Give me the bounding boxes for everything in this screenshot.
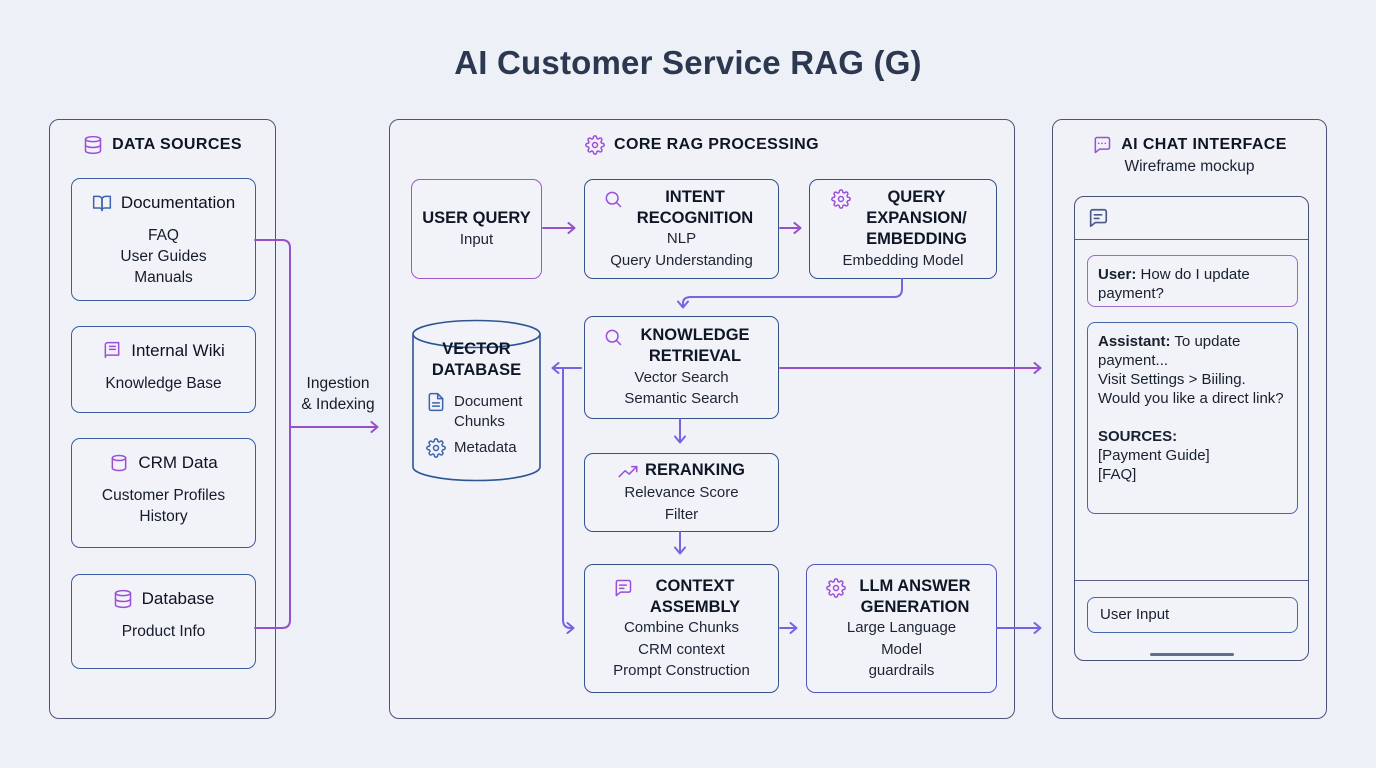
node-line: Large Language Model — [846, 619, 957, 658]
gear-icon — [830, 189, 851, 210]
source-line: Customer Profiles — [101, 487, 226, 504]
core-rag-header: CORE RAG PROCESSING — [390, 135, 1014, 155]
book-open-icon — [92, 193, 112, 213]
source-line: Product Info — [121, 623, 206, 640]
vector-db-entry: Metadata — [454, 439, 517, 456]
node-vector-database: VECTOR DATABASE Document Chunks Metadata — [411, 319, 542, 482]
data-sources-panel: DATA SOURCES Documentation FAQ User Guid… — [49, 119, 276, 719]
node-line: Semantic Search — [624, 390, 739, 408]
source-title: Database — [141, 589, 215, 608]
data-sources-header-label: DATA SOURCES — [112, 136, 242, 153]
source-documentation: Documentation FAQ User Guides Manuals — [71, 178, 256, 301]
home-indicator-bar — [1150, 653, 1234, 656]
trending-up-icon — [618, 462, 638, 482]
source-internal-wiki: Internal Wiki Knowledge Base — [71, 326, 256, 413]
source-line: History — [139, 508, 188, 525]
search-icon — [603, 327, 623, 347]
source-database: Database Product Info — [71, 574, 256, 669]
ingestion-indexing-label: Ingestion & Indexing — [301, 375, 375, 413]
source-line: User Guides — [120, 248, 207, 265]
source-reference: [FAQ] — [1098, 466, 1137, 483]
message-dots-icon — [1092, 135, 1112, 155]
cylinder-shape — [412, 319, 541, 482]
core-rag-panel: CORE RAG PROCESSING USER QUERY Input INT… — [389, 119, 1015, 719]
node-line: Relevance Score — [624, 484, 739, 502]
sources-label: SOURCES: — [1098, 428, 1178, 445]
page-title: AI Customer Service RAG (G) — [454, 44, 922, 81]
message-lines-icon — [613, 578, 633, 598]
node-line: Vector Search — [634, 368, 729, 386]
node-line: guardrails — [868, 661, 935, 679]
assistant-message-line: Would you like a direct link? — [1098, 390, 1284, 407]
mockup-divider — [1075, 580, 1308, 581]
chat-interface-header-label: AI CHAT INTERFACE — [1121, 136, 1287, 153]
node-title: LLM ANSWER GENERATION — [859, 576, 971, 616]
node-title: QUERY EXPANSION/ EMBEDDING — [866, 188, 967, 248]
node-reranking: RERANKING Relevance Score Filter — [584, 453, 779, 532]
chat-interface-header: AI CHAT INTERFACE — [1053, 135, 1326, 155]
source-reference: [Payment Guide] — [1098, 447, 1210, 464]
node-title: RERANKING — [645, 461, 745, 480]
assistant-message-speaker: Assistant: — [1098, 333, 1171, 350]
node-line: NLP — [666, 230, 697, 248]
node-line: CRM context — [638, 640, 725, 658]
user-message-speaker: User: — [1098, 266, 1137, 283]
gear-icon — [426, 438, 446, 458]
user-input-field: User Input — [1087, 597, 1298, 633]
message-spacer — [1098, 408, 1287, 427]
chat-interface-subtitle: Wireframe mockup — [1124, 158, 1255, 175]
source-title: CRM Data — [138, 453, 218, 472]
node-user-query: USER QUERY Input — [411, 179, 542, 279]
search-icon — [603, 189, 623, 209]
node-line: Prompt Construction — [613, 661, 750, 679]
node-title: INTENT RECOGNITION — [636, 187, 754, 227]
node-line: Filter — [664, 505, 699, 523]
database-icon — [83, 135, 103, 155]
book-icon — [102, 341, 122, 361]
file-text-icon — [426, 392, 446, 412]
source-line: FAQ — [147, 227, 179, 244]
source-title: Documentation — [120, 193, 236, 212]
database-icon — [113, 589, 133, 609]
node-title: USER QUERY — [422, 208, 531, 227]
node-llm-answer-generation: LLM ANSWER GENERATION Large Language Mod… — [806, 564, 997, 693]
assistant-message-text: To update payment... — [1098, 333, 1241, 369]
user-message-bubble: User: How do I update payment? — [1087, 255, 1298, 307]
assistant-message-line: Visit Settings > Biiling. — [1098, 371, 1246, 388]
node-line: Embedding Model — [842, 251, 964, 269]
vector-db-title: DATABASE — [431, 361, 522, 379]
node-query-expansion: QUERY EXPANSION/ EMBEDDING Embedding Mod… — [809, 179, 997, 279]
mockup-header — [1075, 197, 1308, 240]
assistant-message-bubble: Assistant: To update payment... Visit Se… — [1087, 322, 1298, 514]
data-sources-header: DATA SOURCES — [50, 135, 275, 155]
gear-icon — [826, 577, 846, 598]
chat-wireframe-mockup: User: How do I update payment? Assistant… — [1074, 196, 1309, 661]
source-line: Knowledge Base — [105, 375, 222, 392]
vector-db-entry: Document Chunks — [454, 393, 523, 430]
node-line: Query Understanding — [610, 251, 753, 269]
node-intent-recognition: INTENT RECOGNITION NLP Query Understandi… — [584, 179, 779, 279]
source-crm-data: CRM Data Customer Profiles History — [71, 438, 256, 548]
node-line: Combine Chunks — [623, 619, 740, 637]
core-rag-header-label: CORE RAG PROCESSING — [614, 136, 819, 153]
message-lines-icon — [1087, 207, 1109, 229]
source-title: Internal Wiki — [131, 341, 225, 360]
node-context-assembly: CONTEXT ASSEMBLY Combine Chunks CRM cont… — [584, 564, 779, 693]
source-line: Manuals — [134, 269, 193, 286]
node-title: CONTEXT ASSEMBLY — [649, 576, 741, 616]
user-message-text: How do I update payment? — [1098, 266, 1250, 302]
chat-interface-panel: AI CHAT INTERFACE Wireframe mockup User:… — [1052, 119, 1327, 719]
node-title: KNOWLEDGE RETRIEVAL — [640, 326, 750, 366]
node-knowledge-retrieval: KNOWLEDGE RETRIEVAL Vector Search Semant… — [584, 316, 779, 419]
vector-db-title: VECTOR — [442, 340, 511, 358]
cylinder-icon — [109, 453, 129, 473]
node-line: Input — [459, 230, 494, 248]
gear-icon — [585, 135, 605, 155]
